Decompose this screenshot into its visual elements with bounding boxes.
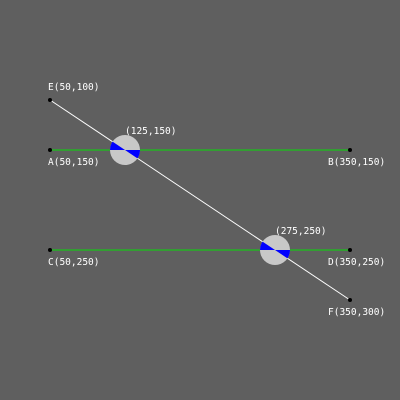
point-a bbox=[48, 148, 52, 152]
point-c bbox=[48, 248, 52, 252]
label-c: C(50,250) bbox=[48, 257, 99, 268]
label-d: D(350,250) bbox=[328, 257, 385, 268]
label-f: F(350,300) bbox=[328, 307, 385, 318]
angle-marker-125-150 bbox=[110, 135, 140, 165]
angle-wedge-upper bbox=[260, 241, 275, 250]
transversal-ef bbox=[49, 99, 351, 301]
angle-wedge-lower bbox=[125, 150, 140, 159]
angle-wedge-lower bbox=[275, 250, 290, 259]
label-b: B(350,150) bbox=[328, 157, 385, 168]
point-e bbox=[48, 98, 52, 102]
label-e: E(50,100) bbox=[48, 82, 99, 93]
label-intersection-1: (125,150) bbox=[125, 126, 176, 137]
angle-marker-275-250 bbox=[260, 235, 290, 265]
point-b bbox=[348, 148, 352, 152]
point-d bbox=[348, 248, 352, 252]
label-a: A(50,150) bbox=[48, 157, 99, 168]
point-f bbox=[348, 298, 352, 302]
label-intersection-2: (275,250) bbox=[275, 226, 326, 237]
angle-wedge-upper bbox=[110, 141, 125, 150]
